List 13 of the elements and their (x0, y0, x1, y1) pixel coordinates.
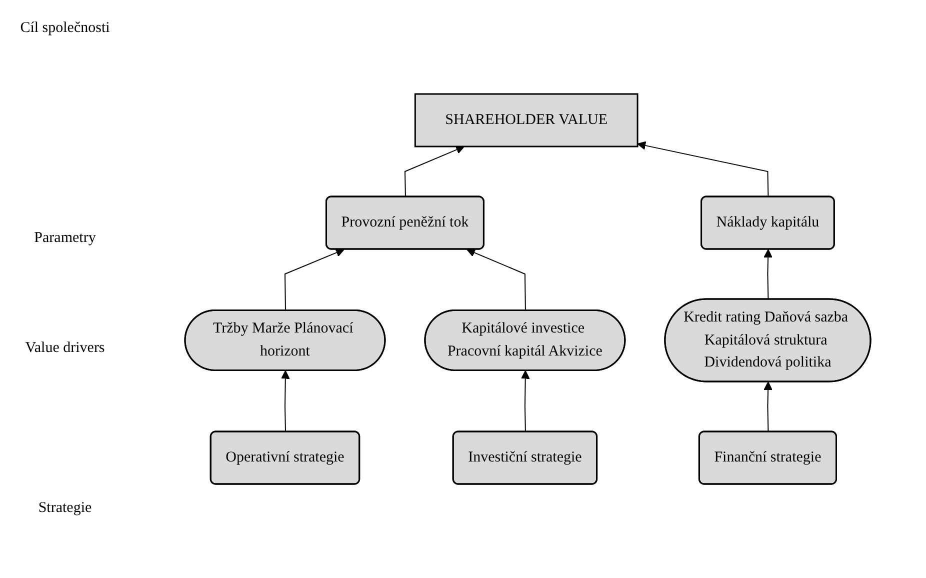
arrow (764, 382, 773, 432)
arrow (466, 248, 526, 312)
level-label: Value drivers (24, 340, 106, 357)
node-box: SHAREHOLDER VALUE (414, 93, 639, 148)
arrow (281, 370, 290, 432)
level-label: Cíl společnosti (19, 20, 111, 37)
level-label: Parametry (33, 230, 97, 247)
arrow (521, 370, 530, 432)
arrow (764, 249, 773, 300)
arrow (284, 248, 345, 312)
level-label: Strategie (37, 500, 93, 517)
arrow (404, 146, 465, 198)
arrow (637, 141, 769, 198)
